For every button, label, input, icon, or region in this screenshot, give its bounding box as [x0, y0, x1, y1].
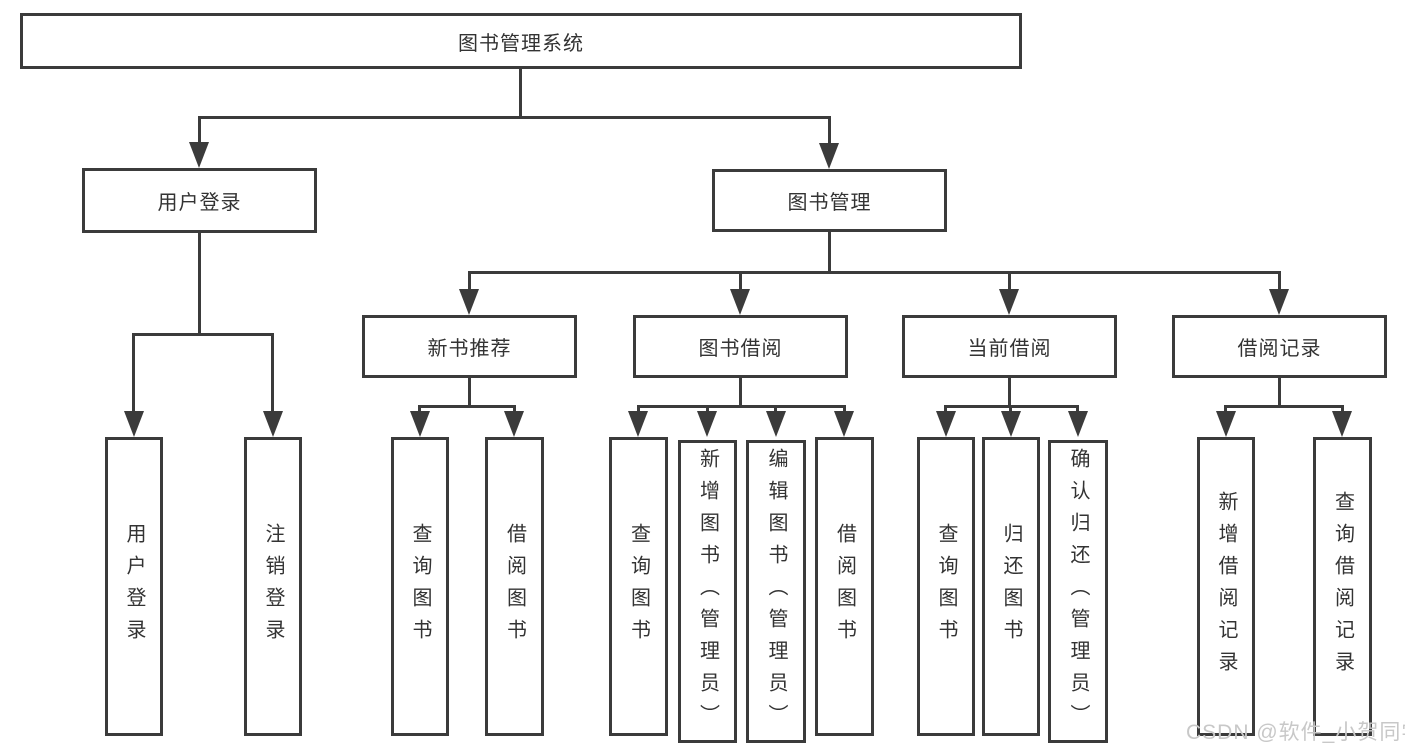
leaf-label: 注销登录: [262, 522, 284, 651]
node-new-book-recommendation: 新书推荐: [362, 315, 577, 378]
connector-line: [132, 333, 135, 413]
connector-line: [198, 233, 201, 336]
connector-line: [843, 405, 846, 413]
connector-line: [198, 116, 201, 144]
arrow-down-icon: [504, 411, 524, 437]
leaf-label: 借阅图书: [833, 522, 856, 651]
node-label: 图书管理系统: [458, 32, 584, 55]
connector-line: [468, 271, 1281, 274]
arrow-down-icon: [263, 411, 283, 437]
leaf-add-borrow-record: 新增借阅记录: [1197, 437, 1255, 736]
arrow-down-icon: [697, 411, 717, 437]
connector-line: [468, 271, 471, 289]
leaf-label: 查询图书: [935, 522, 957, 651]
leaf-add-books-admin: 新增图书（管理员）: [678, 440, 737, 743]
arrow-down-icon: [410, 411, 430, 437]
leaf-return-books: 归还图书: [982, 437, 1040, 736]
leaf-confirm-return-admin: 确认归还（管理员）: [1048, 440, 1108, 743]
connector-line: [271, 333, 274, 413]
arrow-down-icon: [999, 289, 1019, 315]
connector-line: [1224, 405, 1344, 408]
node-book-management: 图书管理: [712, 169, 947, 232]
leaf-label: 借阅图书: [503, 522, 526, 651]
connector-line: [198, 116, 831, 119]
connector-line: [739, 378, 742, 407]
node-label: 当前借阅: [967, 338, 1052, 360]
connector-line: [1278, 271, 1281, 289]
connector-line: [637, 405, 846, 408]
connector-line: [828, 232, 831, 273]
connector-line: [1008, 378, 1011, 407]
leaf-label: 查询借阅记录: [1331, 490, 1354, 683]
leaf-query-books: 查询图书: [609, 437, 668, 736]
connector-line: [774, 405, 777, 413]
arrow-down-icon: [1068, 411, 1088, 437]
connector-line: [637, 405, 640, 413]
arrow-down-icon: [766, 411, 786, 437]
leaf-label: 用户登录: [123, 522, 145, 651]
node-label: 借阅记录: [1237, 338, 1322, 360]
connector-line: [1341, 405, 1344, 413]
arrow-down-icon: [459, 289, 479, 315]
connector-line: [739, 271, 742, 289]
arrow-down-icon: [1001, 411, 1021, 437]
connector-line: [132, 333, 274, 336]
leaf-query-borrow-record: 查询借阅记录: [1313, 437, 1372, 736]
leaf-user-login: 用户登录: [105, 437, 163, 736]
node-library-management-system: 图书管理系统: [20, 13, 1022, 69]
arrow-down-icon: [936, 411, 956, 437]
arrow-down-icon: [834, 411, 854, 437]
connector-line: [828, 116, 831, 145]
node-borrowing-records: 借阅记录: [1172, 315, 1387, 378]
connector-line: [513, 405, 516, 413]
leaf-label: 确认归还（管理员）: [1067, 447, 1089, 736]
leaf-borrow-books: 借阅图书: [485, 437, 544, 736]
arrow-down-icon: [819, 143, 839, 169]
leaf-label: 编辑图书（管理员）: [765, 447, 787, 736]
leaf-label: 查询图书: [409, 522, 431, 651]
connector-line: [1224, 405, 1227, 413]
node-label: 图书借阅: [698, 338, 783, 360]
node-current-borrowing: 当前借阅: [902, 315, 1117, 378]
arrow-down-icon: [730, 289, 750, 315]
arrow-down-icon: [1269, 289, 1289, 315]
node-book-borrowing: 图书借阅: [633, 315, 848, 378]
leaf-label: 新增图书（管理员）: [696, 447, 719, 736]
connector-line: [1009, 405, 1012, 413]
node-user-login: 用户登录: [82, 168, 317, 233]
connector-line: [706, 405, 709, 413]
leaf-label: 归还图书: [1000, 522, 1022, 651]
leaf-borrow-books: 借阅图书: [815, 437, 874, 736]
connector-line: [418, 405, 421, 413]
leaf-label: 查询图书: [627, 522, 650, 651]
arrow-down-icon: [189, 142, 209, 168]
node-label: 用户登录: [157, 192, 242, 214]
connector-line: [418, 405, 516, 408]
node-label: 图书管理: [787, 192, 872, 214]
connector-line: [1008, 271, 1011, 289]
connector-line: [519, 69, 522, 119]
leaf-query-books: 查询图书: [917, 437, 975, 736]
leaf-query-books: 查询图书: [391, 437, 449, 736]
node-label: 新书推荐: [427, 338, 512, 360]
watermark: CSDN @软件_小贺同学: [1186, 721, 1405, 744]
leaf-logout-login: 注销登录: [244, 437, 302, 736]
leaf-label: 新增借阅记录: [1215, 490, 1237, 683]
arrow-down-icon: [628, 411, 648, 437]
connector-line: [468, 378, 471, 407]
connector-line: [944, 405, 947, 413]
arrow-down-icon: [1332, 411, 1352, 437]
arrow-down-icon: [1216, 411, 1236, 437]
connector-line: [1076, 405, 1079, 413]
arrow-down-icon: [124, 411, 144, 437]
connector-line: [1278, 378, 1281, 407]
leaf-edit-books-admin: 编辑图书（管理员）: [746, 440, 806, 743]
